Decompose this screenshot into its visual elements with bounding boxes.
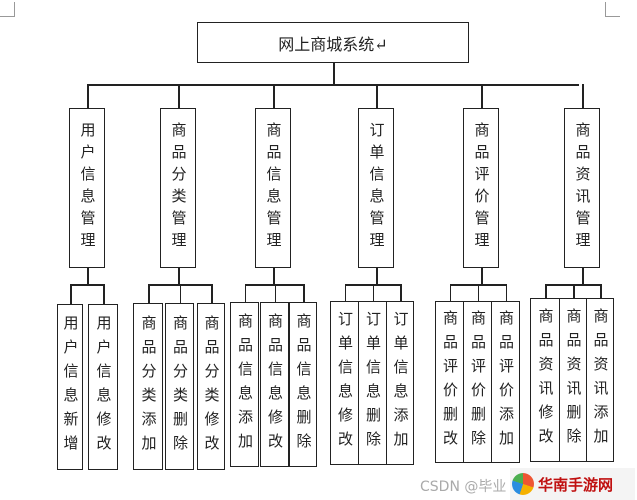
leaf-connector — [372, 284, 374, 301]
function-node: 商品资讯修改 — [530, 298, 560, 462]
module-node: 订单信息管理 — [358, 108, 394, 268]
function-node: 订单信息添加 — [386, 301, 414, 465]
function-node-label: 订单信息删除 — [364, 311, 382, 455]
function-node: 商品评价删改 — [435, 301, 464, 463]
function-node-label: 订单信息添加 — [391, 311, 410, 455]
function-node-label: 商品信息删除 — [294, 312, 313, 457]
module-connector — [582, 84, 584, 108]
module-node: 商品信息管理 — [255, 108, 291, 268]
function-node-label: 订单信息修改 — [336, 311, 354, 455]
module-node-label: 商品信息管理 — [264, 122, 283, 254]
leaf-connector — [600, 284, 602, 298]
leaf-connector — [344, 284, 346, 301]
function-node-label: 商品信息修改 — [266, 312, 284, 457]
leaf-connector — [211, 284, 213, 303]
function-node-label: 商品分类添加 — [139, 314, 158, 459]
leaf-connector — [244, 284, 246, 302]
function-node: 商品信息删除 — [289, 302, 317, 467]
leaf-connector — [148, 284, 150, 303]
module-connector — [481, 84, 483, 108]
function-node-label: 商品评价删改 — [441, 310, 459, 454]
function-node: 商品信息添加 — [230, 302, 259, 467]
module-connector — [273, 84, 275, 108]
child-connector — [178, 268, 180, 284]
child-bus — [545, 284, 600, 286]
leaf-connector — [477, 284, 479, 301]
child-connector — [582, 268, 584, 284]
function-node-label: 商品信息添加 — [236, 312, 254, 457]
module-connector — [178, 84, 180, 108]
leaf-connector — [545, 284, 547, 298]
leaf-connector — [274, 284, 276, 302]
leaf-connector — [70, 284, 72, 304]
module-node: 商品分类管理 — [160, 108, 196, 268]
function-node-label: 商品资讯添加 — [591, 308, 610, 452]
leaf-connector — [449, 284, 451, 301]
function-node-label: 用户信息新增 — [61, 315, 80, 459]
module-connector — [87, 84, 89, 108]
function-node-label: 商品资讯修改 — [536, 308, 555, 452]
child-bus — [70, 284, 103, 286]
module-node: 用户信息管理 — [69, 108, 105, 268]
root-title: 网上商城系统↵ — [278, 34, 388, 54]
leaf-connector — [400, 284, 402, 301]
leaf-connector — [505, 284, 507, 301]
child-connector — [87, 268, 89, 284]
function-node: 商品资讯添加 — [586, 298, 614, 462]
child-connector — [273, 268, 275, 284]
function-node: 商品评价删除 — [463, 301, 492, 463]
function-node: 订单信息删除 — [358, 301, 387, 465]
logo-text: 华南手游网 — [538, 475, 614, 494]
function-node: 商品分类添加 — [133, 303, 163, 470]
child-connector — [481, 268, 483, 284]
function-node: 商品信息修改 — [260, 302, 289, 467]
function-node-label: 商品评价删除 — [469, 310, 487, 454]
logo-icon — [512, 473, 534, 495]
module-node-label: 商品资讯管理 — [573, 122, 592, 254]
child-connector — [376, 268, 378, 284]
level1-bus — [87, 84, 579, 86]
function-node: 商品评价添加 — [491, 301, 520, 463]
module-node: 商品评价管理 — [463, 108, 499, 268]
leaf-connector — [103, 284, 105, 304]
module-node: 商品资讯管理 — [564, 108, 600, 268]
watermark-logo: 华南手游网 — [510, 468, 635, 500]
function-node: 用户信息新增 — [57, 304, 83, 470]
module-node-label: 用户信息管理 — [78, 122, 97, 254]
child-bus — [344, 284, 400, 286]
function-node: 商品资讯删除 — [559, 298, 587, 462]
watermark-text: CSDN @毕业 — [420, 479, 507, 495]
function-node-label: 用户信息修改 — [94, 315, 113, 459]
function-node-label: 商品分类修改 — [202, 314, 221, 459]
leaf-connector — [303, 284, 305, 302]
root-node: 网上商城系统↵ — [197, 22, 469, 63]
function-node-label: 商品资讯删除 — [564, 308, 583, 452]
function-node: 商品分类删除 — [165, 303, 194, 470]
child-bus — [244, 284, 303, 286]
root-connector — [333, 62, 335, 84]
page-corner-mark-left — [0, 2, 15, 17]
function-node: 订单信息修改 — [330, 301, 359, 465]
page-corner-mark-right — [605, 2, 620, 17]
module-node-label: 订单信息管理 — [367, 122, 386, 254]
function-node: 用户信息修改 — [88, 304, 118, 470]
module-connector — [376, 84, 378, 108]
function-node: 商品分类修改 — [197, 303, 225, 470]
leaf-connector — [179, 284, 181, 303]
leaf-connector — [573, 284, 575, 298]
module-node-label: 商品分类管理 — [169, 122, 188, 254]
function-node-label: 商品评价添加 — [497, 310, 515, 454]
module-node-label: 商品评价管理 — [472, 122, 491, 254]
function-node-label: 商品分类删除 — [171, 314, 189, 459]
